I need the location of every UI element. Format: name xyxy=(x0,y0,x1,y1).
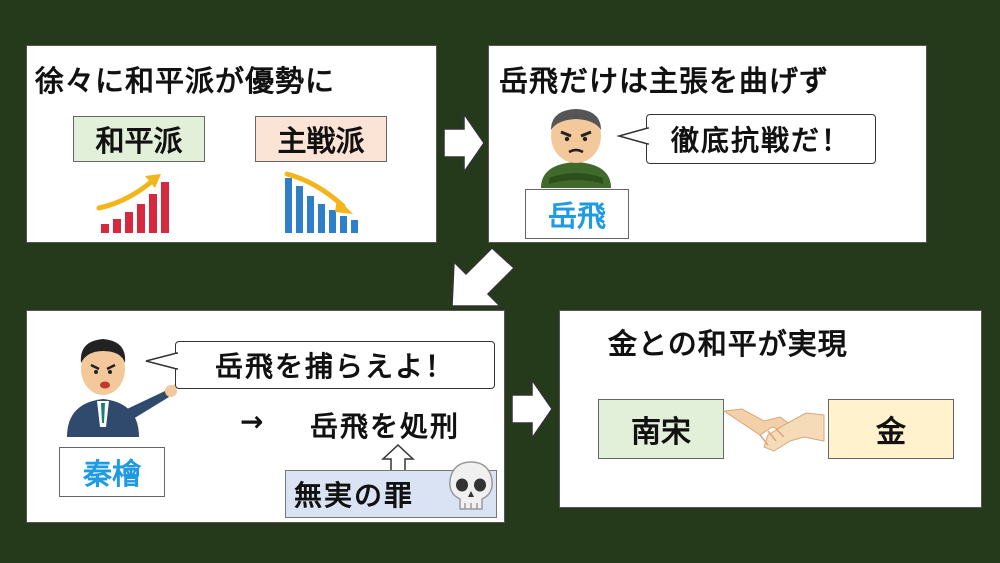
panel-peace-with-jin: 金との和平が実現 南宋 金 xyxy=(559,310,982,508)
qinhui-name-label: 秦檜 xyxy=(59,447,165,497)
speech-bubble-arrest: 岳飛を捕らえよ！ xyxy=(175,341,495,389)
panel1-title: 徐々に和平派が優勢に xyxy=(35,64,336,98)
yuefei-name-label: 岳飛 xyxy=(525,189,629,239)
speech-tail xyxy=(145,352,179,370)
panel-qinhui-orders: 岳飛を捕らえよ！ → 岳飛を処刑 無実の罪 秦檜 xyxy=(26,310,505,523)
arrow-right-icon xyxy=(443,111,485,175)
southern-song-box: 南宋 xyxy=(598,399,724,459)
panel2-title: 岳飛だけは主張を曲げず xyxy=(499,64,830,98)
arrow-down-left-icon xyxy=(451,246,516,307)
qinhui-figure xyxy=(67,339,180,437)
false-charge-text: 無実の罪 xyxy=(294,479,415,512)
peace-faction-box: 和平派 xyxy=(73,116,205,162)
speech-bubble-fight: 徹底抗戦だ！ xyxy=(646,114,876,164)
speech-tail xyxy=(616,127,650,145)
arrow-right-icon xyxy=(511,377,553,441)
handshake-icon xyxy=(722,408,825,452)
execution-text: 岳飛を処刑 xyxy=(310,410,461,443)
panel4-title: 金との和平が実現 xyxy=(608,327,848,361)
trend-up-icon xyxy=(96,174,169,233)
skull-icon xyxy=(449,461,493,510)
war-faction-box: 主戦派 xyxy=(255,116,387,162)
yuefei-figure xyxy=(541,109,611,188)
up-arrow-icon xyxy=(381,443,415,474)
jin-box: 金 xyxy=(828,399,954,459)
trend-down-icon xyxy=(284,171,358,233)
panel-yuefei-refuses: 岳飛だけは主張を曲げず 徹底抗戦だ！ 岳飛 xyxy=(488,45,927,243)
arrow-glyph: → xyxy=(240,405,266,438)
panel-peace-faction-rising: 徐々に和平派が優勢に 和平派 主戦派 xyxy=(26,45,437,243)
